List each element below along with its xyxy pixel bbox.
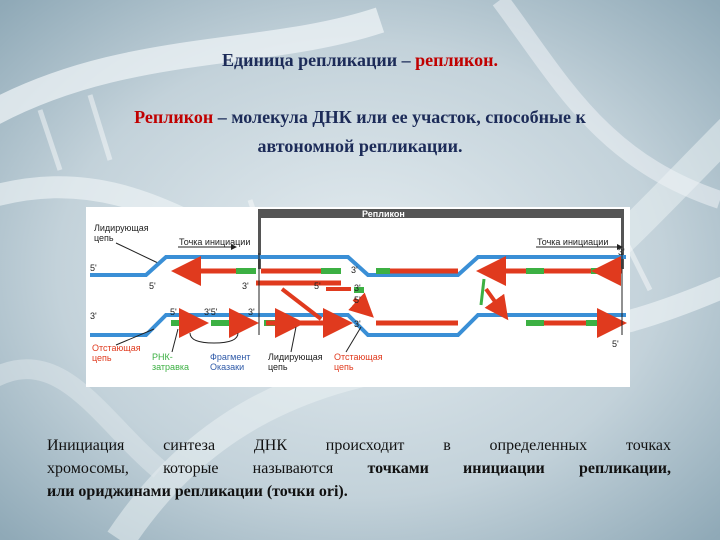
body-paragraph: Инициация синтеза ДНК происходит в опред… <box>47 434 671 503</box>
mark-3c: 3' <box>248 307 255 317</box>
origin-right-label: Точка инициации <box>537 237 608 247</box>
mark-3b: 3' <box>351 265 358 275</box>
leading-bottom-label-2: цепь <box>268 362 288 372</box>
replicon-diagram: Репликон Точка инициации Точка инициации… <box>86 207 630 387</box>
heading-term-label: Единица репликации – <box>221 50 416 70</box>
leading-bottom-label-1: Лидирующая <box>268 352 323 362</box>
definition-term: Репликон <box>134 107 214 127</box>
heading-line-1: Единица репликации – репликон. <box>0 48 720 72</box>
mark-35: 3'5' <box>204 307 218 317</box>
mark-3e: 3' <box>354 283 361 293</box>
mark-3d: 3' <box>354 319 361 329</box>
heading-line-3: автономной репликации. <box>257 136 463 156</box>
lagging-strand-label-1: Отстающая <box>92 343 141 353</box>
end-label-5-top: 5' <box>90 263 97 273</box>
leader-line-lagging-bottom <box>345 326 362 353</box>
body-line-2: хромосомы, которые называются точками ин… <box>47 457 671 480</box>
body-line-3: или ориджинами репликации (точки ori). <box>47 480 671 503</box>
rna-primer-label-2: затравка <box>152 362 189 372</box>
heading-term-highlight: репликон. <box>415 50 498 70</box>
lagging-strand-label-2: цепь <box>92 353 112 363</box>
leader-line <box>115 242 159 264</box>
leader-line-lagging <box>115 328 155 346</box>
leading-strand-label-top-2: цепь <box>94 233 114 243</box>
lagging-bottom-label-1: Отстающая <box>334 352 383 362</box>
body-line-1: Инициация синтеза ДНК происходит в опред… <box>47 437 671 454</box>
mark-5c: 5' <box>170 307 177 317</box>
mark-5b: 5' <box>314 281 321 291</box>
leading-strand-label-top-1: Лидирующая <box>94 223 149 233</box>
body-line-2-term: точками инициации репликации, <box>367 460 672 477</box>
body-line-2-text: хромосомы, которые называются <box>47 460 368 477</box>
body-line-3-term: или ориджинами репликации (точки ori). <box>47 483 348 500</box>
okazaki-label-1: Фрагмент <box>210 352 250 362</box>
rna-primer-label-1: РНК- <box>152 352 173 362</box>
lagging-bottom-label-2: цепь <box>334 362 354 372</box>
mark-3a: 3' <box>242 281 249 291</box>
definition-text: – молекула ДНК или ее участок, способные… <box>213 107 586 127</box>
end-label-3-bottom: 3' <box>90 311 97 321</box>
mark-5a: 5' <box>149 281 156 291</box>
heading-line-2: Репликон – молекула ДНК или ее участок, … <box>0 105 720 129</box>
origin-left-label: Точка инициации <box>179 237 250 247</box>
mark-5d: 5' <box>354 295 361 305</box>
okazaki-bracket <box>189 332 239 344</box>
end-label-5-bottom-right: 5' <box>612 339 619 349</box>
end-label-3-top-right: 3' <box>618 247 625 257</box>
replicon-bracket <box>258 209 624 269</box>
leader-line-primer <box>171 328 179 353</box>
okazaki-label-2: Оказаки <box>210 362 244 372</box>
parent-strands <box>90 255 626 337</box>
replicon-label: Репликон <box>362 209 405 219</box>
leader-line-leading-bottom <box>290 326 297 353</box>
daughter-strands <box>171 256 627 338</box>
